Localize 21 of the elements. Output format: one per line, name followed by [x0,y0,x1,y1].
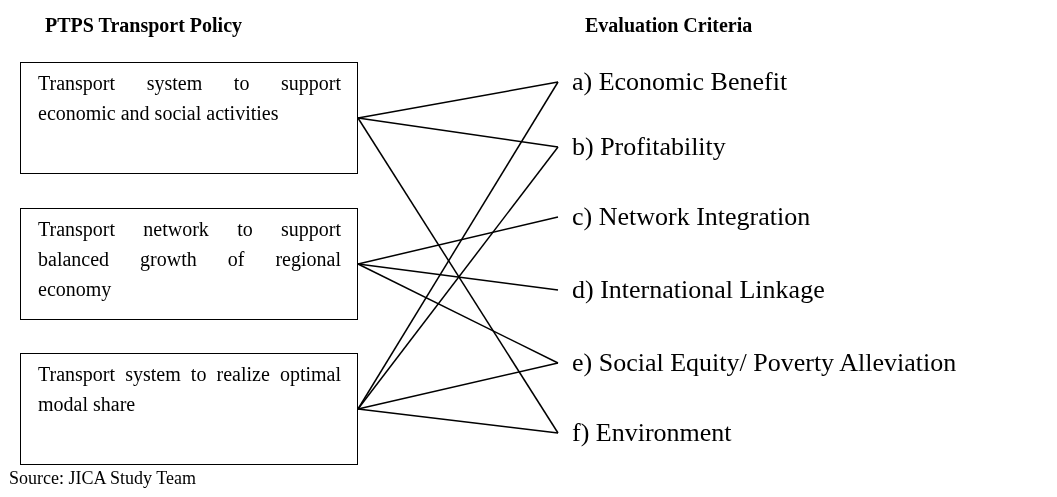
connector-line [357,362,559,410]
connector-line [357,216,559,265]
connector-line [357,263,559,291]
policy-box: Transport network to support balanced growth of regional economy [20,208,358,320]
criterion-text: f) Environment [558,417,732,449]
criterion-text: e) Social Equity/ Poverty Alleviation [558,347,957,379]
criterion-text: a) Economic Benefit [558,66,788,98]
connector-line [357,263,559,364]
criterion-text: b) Profitability [558,131,726,163]
connector-line [357,81,559,119]
policy-box: Transport system to support economic and social activities [20,62,358,174]
connector-line [357,146,559,410]
column-heading: Evaluation Criteria [585,14,753,37]
connector-line [357,117,559,434]
source-note: Source: JICA Study Team [9,468,196,489]
policy-box: Transport system to realize optimal modal share [20,353,358,465]
connector-line [357,117,559,148]
column-heading: PTPS Transport Policy [45,14,243,37]
criterion-text: d) International Linkage [558,274,825,306]
connector-line [357,408,559,434]
criterion-text: c) Network Integration [558,201,811,233]
